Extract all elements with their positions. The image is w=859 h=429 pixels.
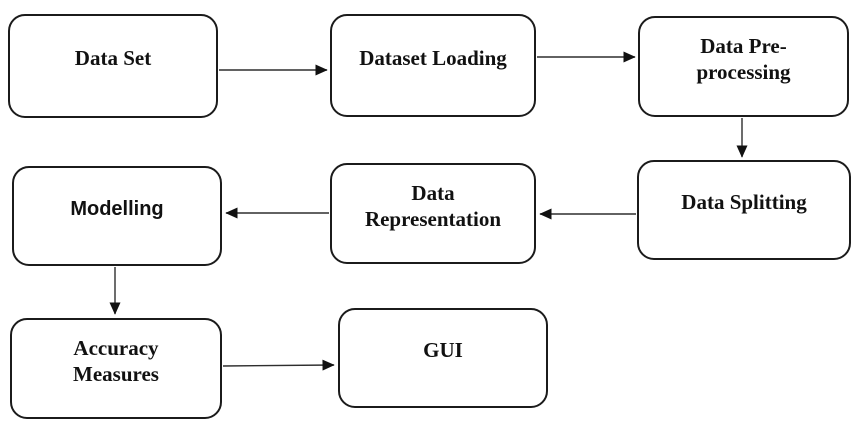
node-data-preprocessing-label: Data Pre- processing	[696, 34, 791, 84]
node-dataset-loading-label: Dataset Loading	[359, 45, 507, 70]
node-accuracy-measures: Accuracy Measures	[10, 318, 222, 419]
node-data-splitting-label: Data Splitting	[681, 190, 807, 215]
arrow-accuracy-measures-to-gui	[222, 359, 335, 371]
node-data-splitting: Data Splitting	[637, 160, 851, 260]
node-data-preprocessing: Data Pre- processing	[638, 16, 849, 117]
node-gui: GUI	[338, 308, 548, 408]
node-data-set-label: Data Set	[74, 46, 152, 71]
node-data-representation: Data Representation	[330, 163, 536, 264]
node-gui-label: GUI	[423, 338, 463, 363]
node-accuracy-measures-label: Accuracy Measures	[73, 336, 159, 386]
node-modelling: Modelling	[12, 166, 222, 266]
node-modelling-label: Modelling	[70, 198, 164, 220]
node-dataset-loading: Dataset Loading	[330, 14, 536, 117]
node-data-representation-label: Data Representation	[364, 181, 502, 231]
node-data-set: Data Set	[8, 14, 218, 118]
